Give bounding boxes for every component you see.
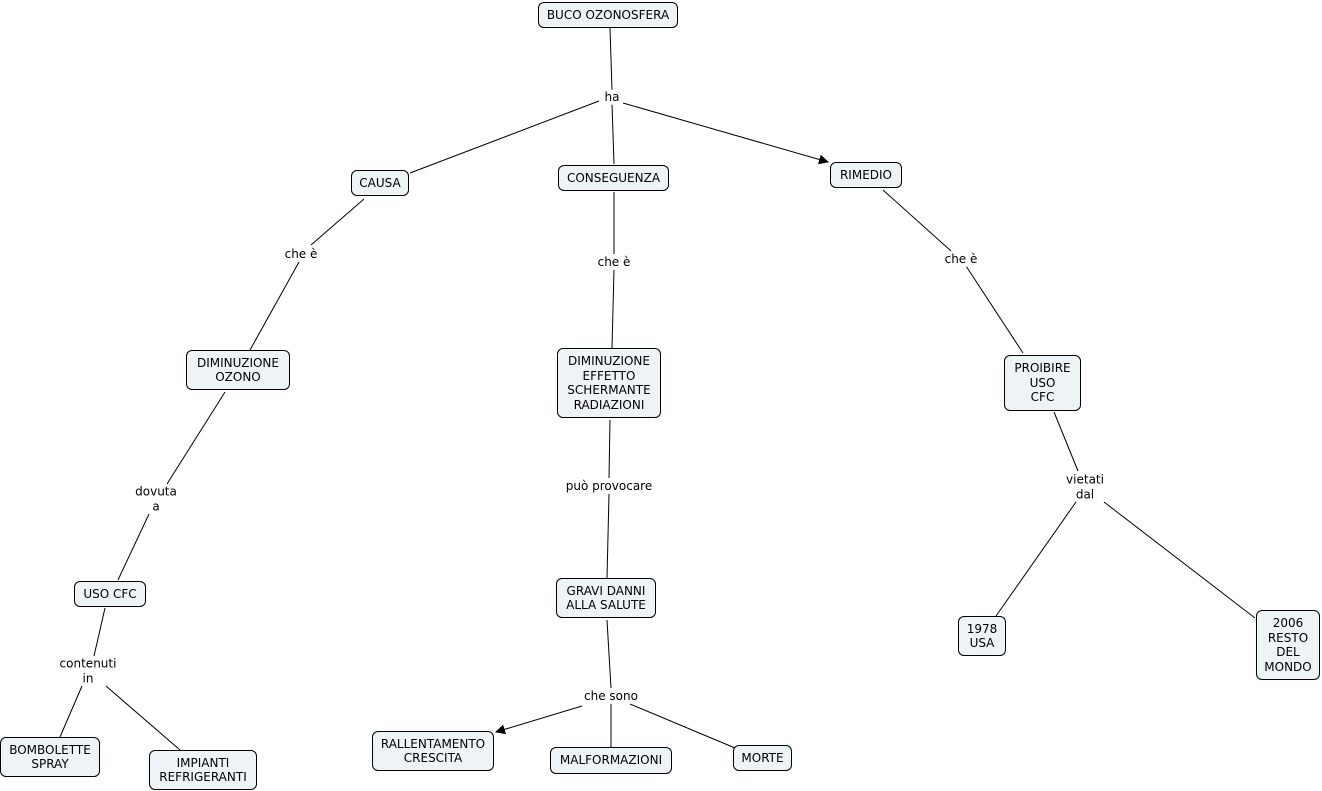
link-vietati-dal[interactable]: vietati dal	[1065, 472, 1105, 502]
concept-causa[interactable]: CAUSA	[351, 170, 409, 196]
connector-line	[1103, 501, 1256, 619]
connector-line	[310, 198, 365, 246]
concept-rimedio[interactable]: RIMEDIO	[830, 162, 902, 188]
connector-line	[606, 619, 612, 689]
connector-line	[882, 189, 952, 252]
connector-line	[105, 685, 181, 751]
link-ha[interactable]: ha	[603, 89, 621, 105]
concept-diminuzione-effetto-schermante[interactable]: DIMINUZIONE EFFETTO SCHERMANTE RADIAZION…	[557, 348, 661, 418]
concept-conseguenza[interactable]: CONSEGUENZA	[558, 165, 669, 191]
connector-line	[249, 261, 300, 351]
concept-gravi-danni[interactable]: GRAVI DANNI ALLA SALUTE	[556, 578, 656, 618]
connector-line	[117, 513, 150, 581]
connector-line	[166, 391, 226, 485]
connector-line	[609, 27, 613, 91]
connector-line	[606, 493, 610, 579]
concept-morte[interactable]: MORTE	[733, 745, 792, 771]
concept-diminuzione-ozono[interactable]: DIMINUZIONE OZONO	[186, 350, 290, 390]
connector-line	[409, 100, 600, 174]
link-contenuti-in[interactable]: contenuti in	[58, 656, 118, 686]
link-che-e-conseguenza[interactable]: che è	[596, 254, 632, 270]
connector-line	[93, 607, 106, 657]
link-che-e-rimedio[interactable]: che è	[943, 251, 979, 267]
link-che-sono[interactable]: che sono	[583, 688, 639, 704]
concept-buco-ozonosfera[interactable]: BUCO OZONOSFERA	[538, 2, 678, 28]
link-che-e-causa[interactable]: che è	[283, 246, 319, 262]
connector-arrow	[495, 705, 583, 735]
connector-arrow	[622, 102, 829, 165]
connector-line	[965, 265, 1024, 354]
link-dovuta-a[interactable]: dovuta a	[134, 484, 178, 514]
concept-rallentamento-crescita[interactable]: RALLENTAMENTO CRESCITA	[372, 731, 494, 771]
connector-line	[995, 501, 1077, 617]
concept-malformazioni[interactable]: MALFORMAZIONI	[550, 747, 672, 774]
concept-proibire-uso-cfc[interactable]: PROIBIRE USO CFC	[1004, 355, 1081, 411]
concept-2006-resto-del-mondo[interactable]: 2006 RESTO DEL MONDO	[1256, 610, 1320, 680]
connector-line	[611, 268, 615, 349]
link-puo-provocare[interactable]: può provocare	[564, 478, 654, 494]
connector-line	[611, 103, 615, 165]
connector-line	[59, 685, 83, 738]
concept-1978-usa[interactable]: 1978 USA	[958, 616, 1006, 656]
connector-line	[608, 419, 611, 479]
connector-line	[1053, 411, 1079, 472]
concept-impianti-refrigeranti[interactable]: IMPIANTI REFRIGERANTI	[149, 750, 257, 790]
connector-line	[629, 703, 736, 749]
concept-uso-cfc[interactable]: USO CFC	[74, 581, 146, 607]
concept-bombolette-spray[interactable]: BOMBOLETTE SPRAY	[0, 737, 100, 777]
